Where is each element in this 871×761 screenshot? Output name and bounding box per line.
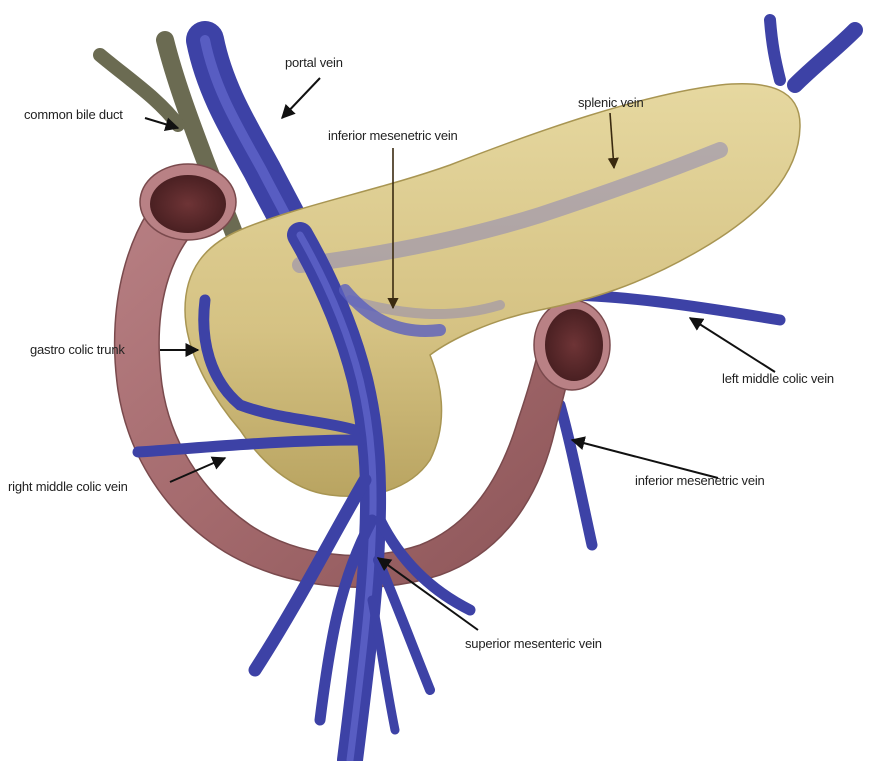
inferior-mesenteric-vein-lower-shape xyxy=(560,405,592,545)
label-portal-vein: portal vein xyxy=(285,55,343,70)
label-inferior-mesenteric-vein-right: inferior mesenetric vein xyxy=(635,473,765,488)
label-inferior-mesenteric-vein-top: inferior mesenetric vein xyxy=(328,128,458,143)
label-gastro-colic-trunk: gastro colic trunk xyxy=(30,342,125,357)
label-left-middle-colic-vein: left middle colic vein xyxy=(722,371,834,386)
label-common-bile-duct: common bile duct xyxy=(24,107,123,122)
pancreas-shape xyxy=(185,84,800,496)
label-superior-mesenteric-vein: superior mesenteric vein xyxy=(465,636,602,651)
arrow-portal-vein xyxy=(282,78,320,118)
arrow-left-middle-colic-vein xyxy=(690,318,775,372)
label-splenic-vein: splenic vein xyxy=(578,95,644,110)
splenic-vein-end-shape xyxy=(770,20,855,85)
label-right-middle-colic-vein: right middle colic vein xyxy=(8,479,128,494)
